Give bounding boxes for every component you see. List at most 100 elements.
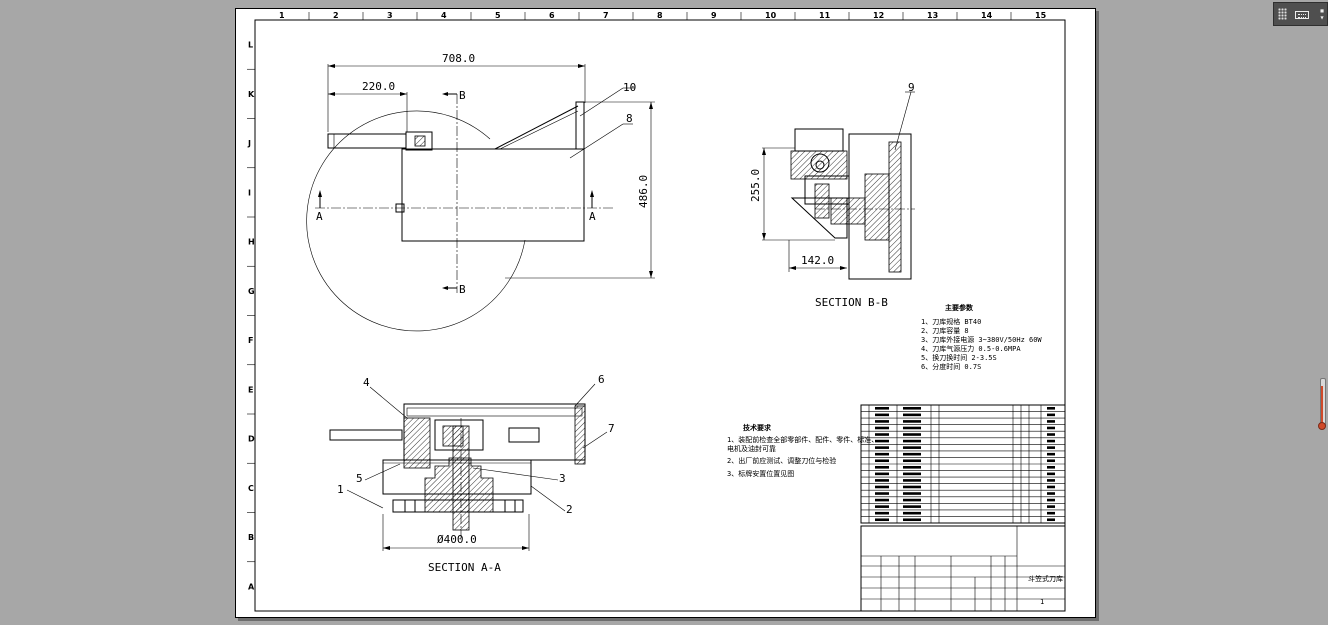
section-bb-title: SECTION B-B [815,296,888,309]
section-aa-title: SECTION A-A [428,561,501,574]
dropdown-icon[interactable]: ▪▾ [1319,6,1325,22]
bom-cell-ink [1047,492,1055,495]
tech-note-1: 1、装配前检查全部零部件、配件、零件、标准、 [727,435,878,444]
slider-handle-icon[interactable] [1318,378,1326,432]
bom-cell-ink [903,479,921,482]
zone-column-label: 1 [279,11,285,20]
technical-notes-block: 技术要求 1、装配前检查全部零部件、配件、零件、标准、 电机及油封可靠 2、出厂… [727,423,878,478]
zone-row-label: J [247,139,251,148]
floating-toolbar[interactable]: ▪▾ [1273,2,1328,26]
zone-column-ticks [308,12,1012,20]
bom-cell-ink [903,492,921,495]
zone-column-label: 10 [765,11,777,20]
bom-cell-ink [1047,459,1055,463]
zone-column-label: 9 [711,11,717,20]
bill-of-materials-table [860,404,1066,524]
bom-cell-ink [1047,426,1055,430]
section-mark-b-top: B [459,89,466,102]
dim-bb-height: 255.0 [749,169,762,202]
grid-icon[interactable] [1278,8,1287,20]
zone-column-label: 7 [603,11,609,20]
bom-cell-ink [1047,505,1055,508]
title-block: 斗笠式刀库 1 [860,525,1066,612]
tech-notes-heading: 技术要求 [743,423,772,432]
bom-cell-ink [903,433,921,436]
param-line-3: 3、刀库外接电源 3~380V/50Hz 60W [921,335,1042,344]
main-parameters-block: 主要参数 1、刀库规格 BT40 2、刀库容量 8 3、刀库外接电源 3~380… [921,303,1042,371]
section-a-a-view: Ø400.0 SECTION A-A 4 5 1 6 7 3 2 [329,373,615,574]
params-heading: 主要参数 [945,303,974,312]
zone-column-label: 8 [657,11,663,20]
tech-note-2: 2、出厂前应测试、调整刀位与检验 [727,456,836,465]
bom-cell-ink [1047,420,1055,423]
bom-cell-ink [875,459,889,463]
bom-cell-ink [903,466,921,469]
bom-cell-ink [1047,452,1055,456]
zone-column-label: 15 [1035,11,1047,20]
zone-column-label: 5 [495,11,501,20]
zone-row-label: G [248,287,255,296]
zone-row-label: C [248,484,254,493]
zone-row-label: F [248,336,253,345]
bom-cell-ink [903,498,921,502]
bom-cell-ink [875,420,889,423]
sheet-number: 1 [1040,598,1044,606]
cylinder-body [327,133,407,149]
param-line-1: 1、刀库规格 BT40 [921,317,981,326]
zone-column-label: 3 [387,11,393,20]
bom-cell-ink [875,485,889,489]
balloon-6: 6 [598,373,605,386]
bom-cell-ink [903,452,921,456]
drawing-name: 斗笠式刀库 [1028,574,1063,583]
zone-column-label: 2 [333,11,339,20]
param-line-4: 4、刀库气源压力 0.5-0.6MPA [921,344,1021,353]
bom-cell-ink [1047,413,1055,417]
balloon-1: 1 [337,483,344,496]
keyboard-icon[interactable] [1295,11,1309,19]
param-line-5: 5、换刀换时间 2-3.5S [921,353,997,362]
housing-rect [401,148,585,242]
bom-cell-ink [903,472,921,476]
zone-row-ticks [247,68,255,563]
zone-column-label: 11 [819,11,831,20]
bom-cell-ink [903,518,921,522]
bom-cell-ink [903,426,921,430]
zone-row-label: E [248,385,253,394]
dim-bb-width: 142.0 [801,254,834,267]
section-b-b-view: 255.0 142.0 9 SECTION B-B [749,81,915,309]
zone-column-label: 6 [549,11,555,20]
param-line-2: 2、刀库容量 8 [921,326,969,335]
zone-row-label: B [248,533,254,542]
bom-cell-ink [903,407,921,410]
tech-note-1b: 电机及油封可靠 [727,444,776,453]
bom-cell-ink [903,485,921,489]
bom-cell-ink [875,452,889,456]
bom-cell-ink [1047,433,1055,436]
cut-mark-a-left: A [316,210,323,223]
bom-cell-ink [903,413,921,417]
balloon-5: 5 [356,472,363,485]
outer-border [235,8,1096,618]
zone-row-label: L [248,41,253,50]
zone-column-label: 12 [873,11,884,20]
bom-cell-ink [875,413,889,417]
top-view: B B A A 708.0 220.0 486.0 10 8 [306,52,655,332]
bom-cell-ink [1047,446,1055,449]
bom-cell-ink [1047,479,1055,482]
param-line-6: 6、分度时间 0.7S [921,362,981,371]
zone-row-label: I [248,188,251,197]
dim-aa-diameter: Ø400.0 [437,533,477,546]
zone-column-label: 14 [981,11,993,20]
bom-cell-ink [875,505,889,508]
dim-overall-height: 486.0 [637,175,650,208]
bom-cell-ink [903,505,921,508]
bom-cell-ink [1047,472,1055,476]
slider-knob[interactable] [1318,422,1326,430]
bom-cell-ink [875,426,889,430]
bom-cell-ink [875,492,889,495]
zone-row-label: H [248,238,255,247]
bom-cell-ink [875,472,889,476]
